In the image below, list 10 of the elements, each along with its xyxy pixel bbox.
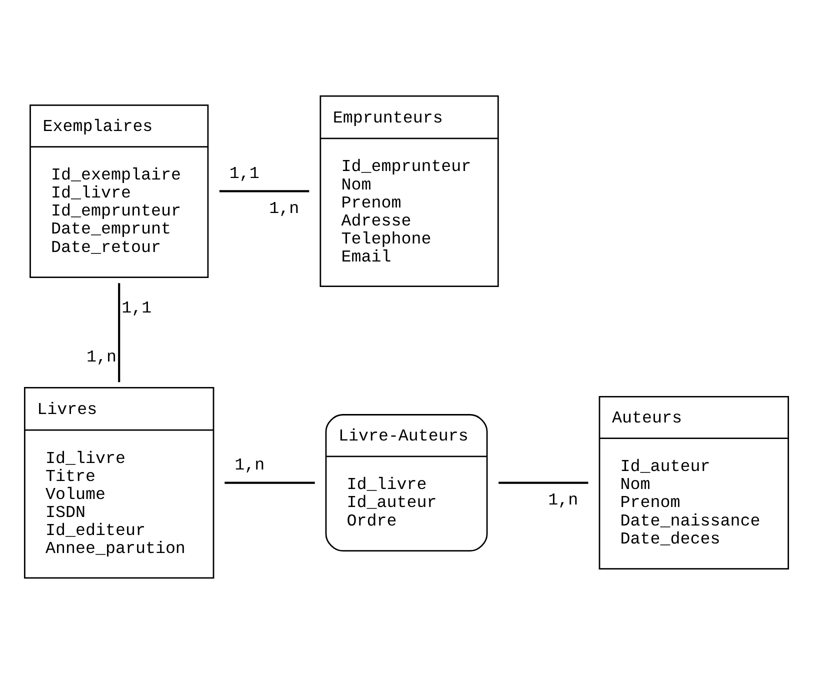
label: 1,1 (122, 300, 152, 319)
connector (118, 283, 120, 382)
label: 1,n (86, 348, 117, 368)
label: 1,1 (229, 164, 260, 184)
connector (224, 482, 315, 484)
label: 1,n (548, 492, 578, 511)
label: 1,n (269, 200, 300, 220)
connector (498, 482, 588, 484)
connector (219, 190, 310, 192)
label: 1,n (234, 456, 265, 476)
